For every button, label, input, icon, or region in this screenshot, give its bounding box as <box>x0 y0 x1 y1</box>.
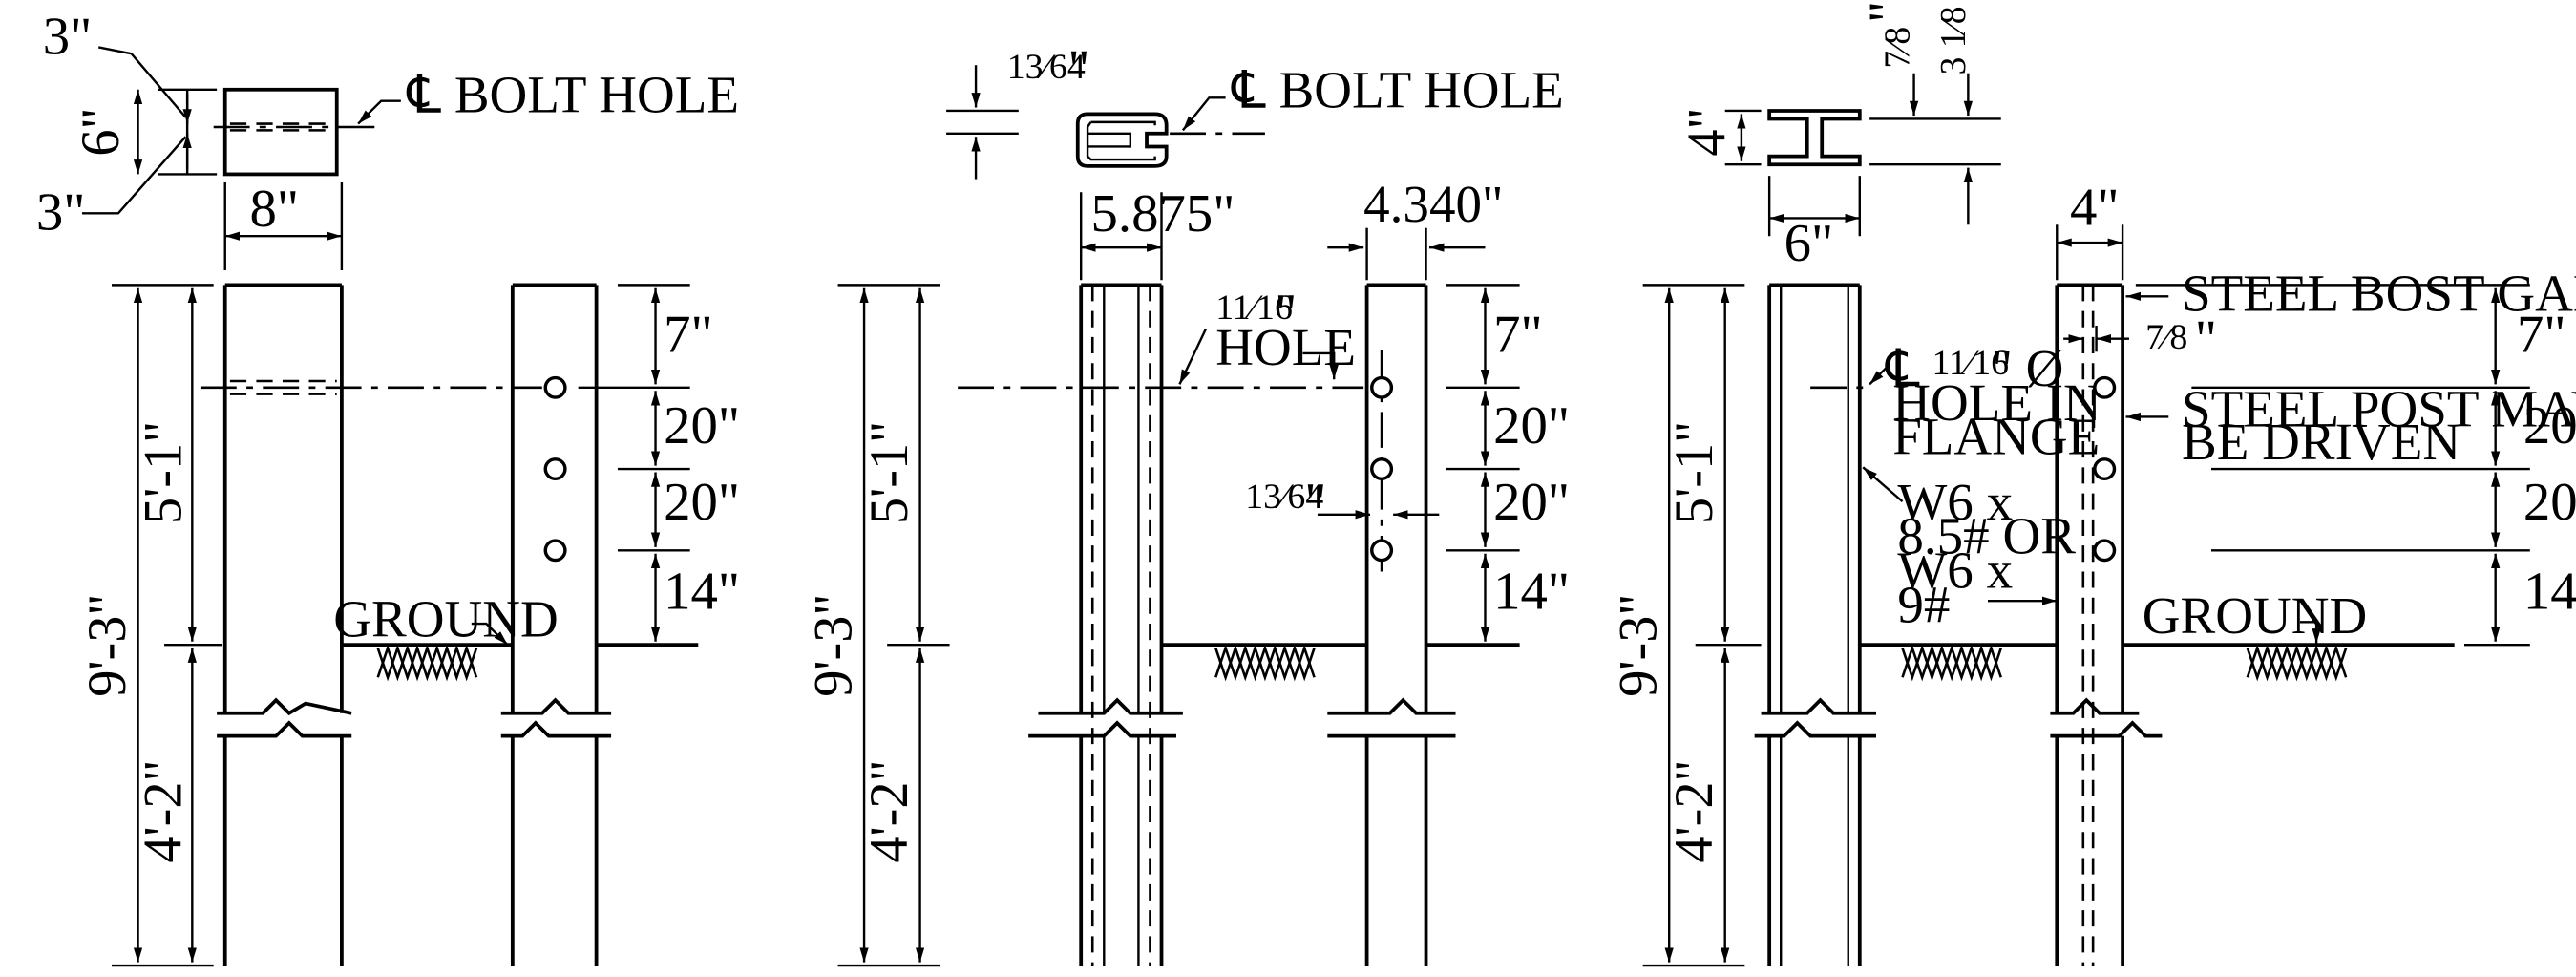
dim-4in-side: 4" <box>2070 179 2120 238</box>
dim-7in-2: 7" <box>1493 306 1543 365</box>
label-hole-in: HOLE IN <box>1892 373 2101 432</box>
label-w6-line2: 8.5# OR <box>1897 507 2076 565</box>
dim-20in-3b: 20' <box>2523 473 2576 532</box>
dim-3-1-8-section: 3 1⁄8 <box>1933 7 1974 75</box>
note-steel-galv: STEEL BOST GALV <box>2182 265 2576 323</box>
dim-7in-1: 7" <box>664 306 713 365</box>
dim-6in-top: 6" <box>72 108 131 157</box>
wood-post-front-view <box>217 283 352 966</box>
dim-total-height-2: 9'-3" <box>804 594 863 697</box>
w-post-side-view <box>2050 283 2163 966</box>
dim-4340in: 4.340" <box>1363 175 1503 233</box>
dim-14in-3: 14' <box>2523 563 2576 622</box>
dim-total-height-3: 9'-3" <box>1609 594 1668 697</box>
dim-above-ground-1: 5'-1" <box>134 421 193 524</box>
dim-6in-width: 6" <box>1784 214 1834 273</box>
dim-11-16-hole-inch: " <box>1275 284 1297 343</box>
dim-20in-1a: 20" <box>664 396 740 456</box>
label-flange: FLANGE <box>1892 408 2100 466</box>
wood-post-detail: 6" 3" 3" ℄ BOLT HOLE 8" <box>36 7 740 967</box>
bolt-hole-1b <box>543 457 567 480</box>
note-driven-line1: STEEL POST MAY <box>2182 380 2576 438</box>
ground-hatch-1 <box>376 644 478 682</box>
dim-7-8-flange: 7⁄8 <box>2145 317 2187 357</box>
label-w6-line4: 9# <box>1897 576 1950 634</box>
dim-4in-section: 4" <box>1678 108 1737 157</box>
ground-hatch-2 <box>1214 644 1316 682</box>
label-flange-hole-dia: " Ø <box>1991 339 2063 397</box>
channel-cross-section <box>1075 112 1169 168</box>
dim-3in-lower: 3" <box>36 183 86 243</box>
label-flange-hole-frac: 11⁄16 <box>1932 343 2010 383</box>
bolt-hole-1c <box>543 539 567 563</box>
dim-13-64-side-inch: " <box>1304 473 1326 532</box>
dim-below-ground-2: 4'-2" <box>860 760 919 863</box>
dim-14in-1: 14" <box>664 563 740 622</box>
bolt-hole-1a <box>543 375 567 399</box>
dim-14in-2: 14" <box>1493 563 1570 622</box>
bolt-hole-3b <box>2093 457 2117 480</box>
dim-total-height-1: 9'-3" <box>78 594 137 697</box>
label-ground-3: GROUND <box>2143 586 2367 645</box>
label-flange-hole-cl: ℄ <box>1884 339 1920 397</box>
steel-w-post-detail: 4" 7⁄8 " 3 1⁄8 " 6" <box>1609 1 2576 967</box>
bolt-hole-2a <box>1370 375 1394 399</box>
label-bolt-hole-1: ℄ BOLT HOLE <box>406 66 739 124</box>
note-driven-line2: BE DRIVEN <box>2182 413 2460 471</box>
bolt-hole-2c <box>1370 539 1394 563</box>
dim-below-ground-1: 4'-2" <box>134 760 193 863</box>
dim-13-64-top-inch: " <box>1067 40 1089 99</box>
dim-20in-2a: 20" <box>1493 396 1570 456</box>
dim-3in-upper: 3" <box>43 7 93 66</box>
dim-above-ground-2: 5'-1" <box>860 421 919 524</box>
w-post-front-view <box>1754 283 1876 966</box>
steel-channel-post-detail: 13⁄64 " ℄ BOLT HOLE 5.875" <box>804 40 1570 967</box>
bolt-hole-3a <box>2093 375 2117 399</box>
dim-7in-3: 7" <box>2517 306 2566 365</box>
dim-above-ground-3: 5'-1" <box>1665 421 1724 524</box>
dim-13-64-top-frac: 13⁄64 <box>1007 47 1086 87</box>
dim-8in: 8" <box>250 180 300 239</box>
ground-hatch-3 <box>1901 644 2348 682</box>
label-w6-line3: W6 x <box>1897 542 2013 600</box>
label-w6-line1: W6 x <box>1897 473 2013 531</box>
label-ground-1: GROUND <box>333 590 558 648</box>
dim-7-8-section-inch: " <box>1859 1 1918 23</box>
channel-post-front-view <box>1028 283 1183 966</box>
dim-20in-3a: 20' <box>2523 396 2576 456</box>
dim-13-64-side-frac: 13⁄64 <box>1245 477 1323 517</box>
dim-20in-1b: 20" <box>664 473 740 532</box>
dim-below-ground-3: 4'-2" <box>1665 760 1724 863</box>
dim-20in-2b: 20" <box>1493 473 1570 532</box>
dim-7-8-flange-inch: " <box>2195 310 2217 370</box>
bolt-hole-2b <box>1370 457 1394 480</box>
dim-5875in: 5.875" <box>1091 184 1235 244</box>
wood-post-top-view <box>222 87 339 177</box>
w-shape-cross-section <box>1767 109 1862 167</box>
label-bolt-hole-2: ℄ BOLT HOLE <box>1230 61 1563 119</box>
bolt-hole-3c <box>2093 539 2117 563</box>
dim-7-8-section: 7⁄8 <box>1877 27 1917 69</box>
wood-post-side-view <box>500 283 612 966</box>
dim-11-16-hole-frac: 11⁄16 <box>1215 287 1293 328</box>
